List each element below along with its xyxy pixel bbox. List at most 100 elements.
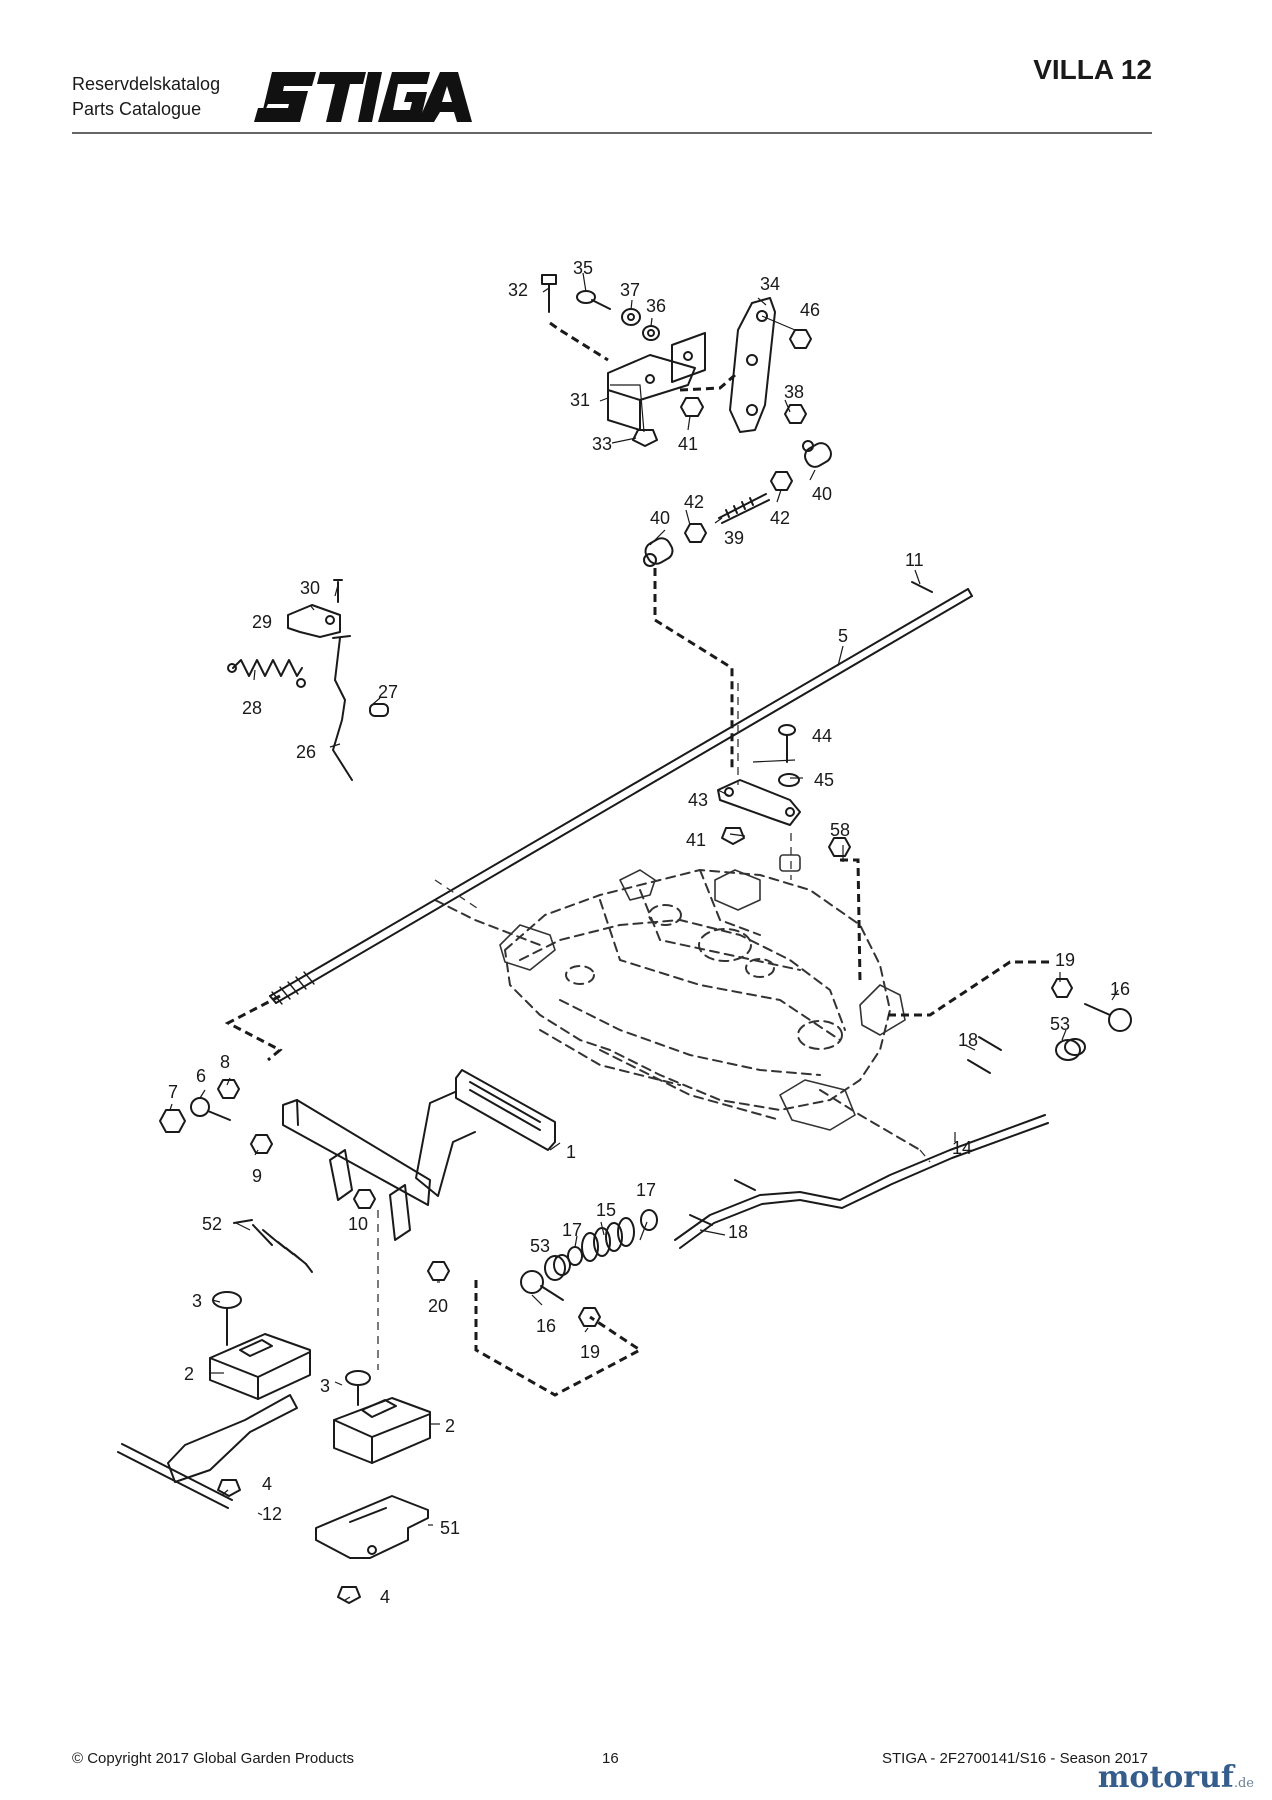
callout-44: 44: [812, 726, 832, 746]
callout-5: 5: [838, 626, 848, 646]
washer-17-right: [640, 1209, 658, 1231]
callout-19b: 19: [580, 1342, 600, 1362]
nut-41-top: [680, 397, 704, 417]
callout-3b: 3: [320, 1376, 330, 1396]
callout-20: 20: [428, 1296, 448, 1316]
pin-18-right: [967, 1036, 1002, 1074]
callout-31: 31: [570, 390, 590, 410]
nut-9: [250, 1134, 273, 1154]
pin-18-left: [689, 1179, 756, 1226]
bolt-3-left: [212, 1291, 242, 1346]
pedal-shaft-bracket: [282, 1099, 431, 1241]
transmission-housing: [434, 869, 921, 1151]
assembly-thin-dashed-lines: [377, 683, 931, 1370]
block-2-right: [333, 1397, 431, 1464]
washer-45: [778, 773, 800, 787]
stiga-logo: [254, 72, 472, 122]
ball-joint-40-left: [643, 537, 674, 567]
split-pin-11: [911, 581, 933, 593]
nut-38: [784, 404, 807, 424]
pedal-1: [415, 1069, 556, 1197]
copyright-notice: © Copyright 2017 Global Garden Products: [72, 1750, 355, 1767]
bolt-44: [778, 724, 796, 763]
nut-20: [427, 1261, 450, 1281]
callout-16a: 16: [536, 1316, 556, 1336]
plate-51: [315, 1495, 429, 1559]
screw-30: [333, 579, 343, 603]
callout-10: 10: [348, 1214, 368, 1234]
callout-8: 8: [220, 1052, 230, 1072]
callout-41a: 41: [678, 434, 698, 454]
callout-15: 15: [596, 1200, 616, 1220]
nut-4-right: [337, 1586, 361, 1604]
bolt-32: [541, 274, 557, 313]
callout-4a: 4: [262, 1474, 272, 1494]
callout-17a: 17: [562, 1220, 582, 1240]
rod-5-thread: [271, 971, 315, 1005]
callout-30: 30: [300, 578, 320, 598]
motoruf-watermark: motoruf.de: [1098, 1760, 1254, 1795]
callout-19a: 19: [1055, 950, 1075, 970]
callout-42b: 42: [770, 508, 790, 528]
transmission-mounts: [499, 854, 906, 1131]
eye-bolt-16-right: [1084, 1003, 1132, 1032]
nut-42-left: [684, 523, 707, 543]
catalog-title-swedish: Reservdelskatalog: [72, 74, 221, 94]
nut-19-right: [1051, 978, 1073, 998]
catalog-reference: STIGA - 2F2700141/S16 - Season 2017: [881, 1750, 1148, 1767]
callout-53b: 53: [1050, 1014, 1070, 1034]
callout-33: 33: [592, 434, 612, 454]
spring-52: [233, 1219, 313, 1273]
callout-38: 38: [784, 382, 804, 402]
callout-36: 36: [646, 296, 666, 316]
catalog-title: Reservdelskatalog Parts Catalogue: [72, 72, 220, 122]
eye-bolt-6: [190, 1097, 231, 1121]
callout-2b: 2: [445, 1416, 455, 1436]
spring-15: [581, 1217, 635, 1262]
header-divider: [72, 132, 1152, 134]
model-name: VILLA 12: [1033, 54, 1152, 85]
callout-27: 27: [378, 682, 398, 702]
nut-42-right: [770, 471, 793, 491]
bolt-3-right: [345, 1370, 371, 1406]
nut-41-mid: [721, 827, 745, 845]
callout-14: 14: [952, 1138, 972, 1158]
bracket-12: [117, 1394, 298, 1509]
callout-7: 7: [168, 1082, 178, 1102]
callout-labels: 1 2 2 3 3 4 4 5 6 7 8 9 10 11 12 14 15 1…: [168, 258, 1130, 1607]
nut-46: [789, 329, 812, 349]
block-2-left: [209, 1333, 311, 1400]
callout-53a: 53: [530, 1236, 550, 1256]
nut-8: [217, 1079, 240, 1099]
shaft-14: [674, 1114, 1049, 1249]
callout-18b: 18: [728, 1222, 748, 1242]
washer-37: [621, 308, 641, 326]
callout-9: 9: [252, 1166, 262, 1186]
callout-34: 34: [760, 274, 780, 294]
callout-40b: 40: [650, 508, 670, 528]
callout-17b: 17: [636, 1180, 656, 1200]
callout-45: 45: [814, 770, 834, 790]
assembly-dashed-lines: [224, 321, 1050, 1397]
watermark-tld: .de: [1233, 1776, 1254, 1791]
callout-51: 51: [440, 1518, 460, 1538]
bracket-29: [287, 604, 341, 638]
callout-42a: 42: [684, 492, 704, 512]
spacer-53-right: [1055, 1038, 1086, 1061]
nut-10: [353, 1189, 376, 1209]
callout-58: 58: [830, 820, 850, 840]
callout-3a: 3: [192, 1291, 202, 1311]
rod-26: [332, 635, 353, 781]
nut-4-left: [217, 1479, 241, 1497]
catalog-title-english: Parts Catalogue: [72, 99, 202, 119]
knob-27: [369, 703, 389, 717]
callout-16b: 16: [1110, 979, 1130, 999]
callout-1: 1: [566, 1142, 576, 1162]
callout-35: 35: [573, 258, 593, 278]
callout-43: 43: [688, 790, 708, 810]
callout-46: 46: [800, 300, 820, 320]
spring-28: [227, 659, 306, 688]
washer-36: [642, 325, 660, 341]
callout-26: 26: [296, 742, 316, 762]
